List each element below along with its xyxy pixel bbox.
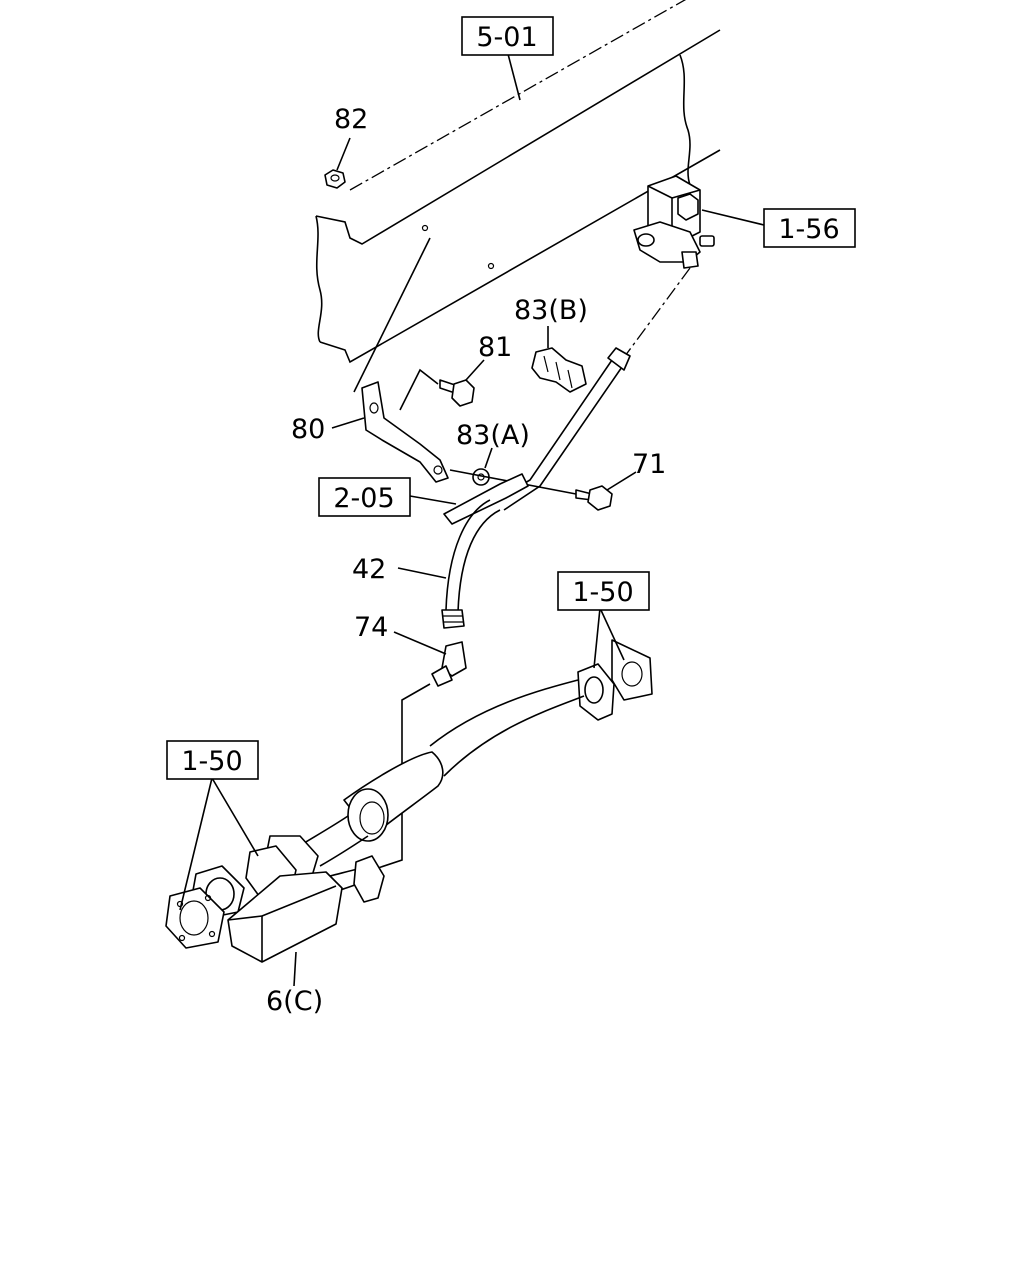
solenoid-valve [633, 175, 765, 269]
callout-1-50-left: 1-50 [166, 740, 259, 780]
pipes [397, 347, 631, 629]
clamp-83b [531, 326, 587, 393]
svg-text:1-56: 1-56 [778, 214, 839, 245]
callout-2-05: 2-05 [318, 477, 411, 517]
callout-1-50-right: 1-50 [557, 571, 650, 611]
exhaust-pipe [165, 639, 653, 987]
svg-text:5-01: 5-01 [476, 22, 537, 53]
label-74: 74 [354, 612, 388, 643]
svg-text:1-50: 1-50 [572, 577, 633, 608]
label-83b: 83(B) [514, 295, 588, 326]
label-83a: 83(A) [456, 420, 530, 451]
solenoid-pipe-leader [624, 267, 691, 357]
nut-82 [324, 137, 351, 189]
svg-text:1-50: 1-50 [181, 746, 242, 777]
elbow-74 [393, 631, 467, 687]
bolt-71 [575, 471, 637, 511]
leader-5-01 [507, 53, 521, 101]
label-80: 80 [291, 414, 325, 445]
label-81: 81 [478, 332, 512, 363]
bolt-81 [439, 359, 485, 407]
label-42: 42 [352, 554, 386, 585]
bolt-leader [399, 368, 439, 411]
svg-text:2-05: 2-05 [333, 483, 394, 514]
leader-1-50-right [593, 607, 625, 669]
clip-83a [472, 447, 493, 486]
bracket-80 [331, 381, 449, 483]
rail-bracket-leader [353, 237, 431, 393]
label-71: 71 [632, 449, 666, 480]
callout-5-01: 5-01 [461, 16, 554, 56]
label-82: 82 [334, 104, 368, 135]
label-6c: 6(C) [266, 986, 323, 1017]
leader-1-50-left [179, 777, 259, 911]
frame-rail [315, 0, 721, 364]
callout-1-56: 1-56 [763, 208, 856, 248]
